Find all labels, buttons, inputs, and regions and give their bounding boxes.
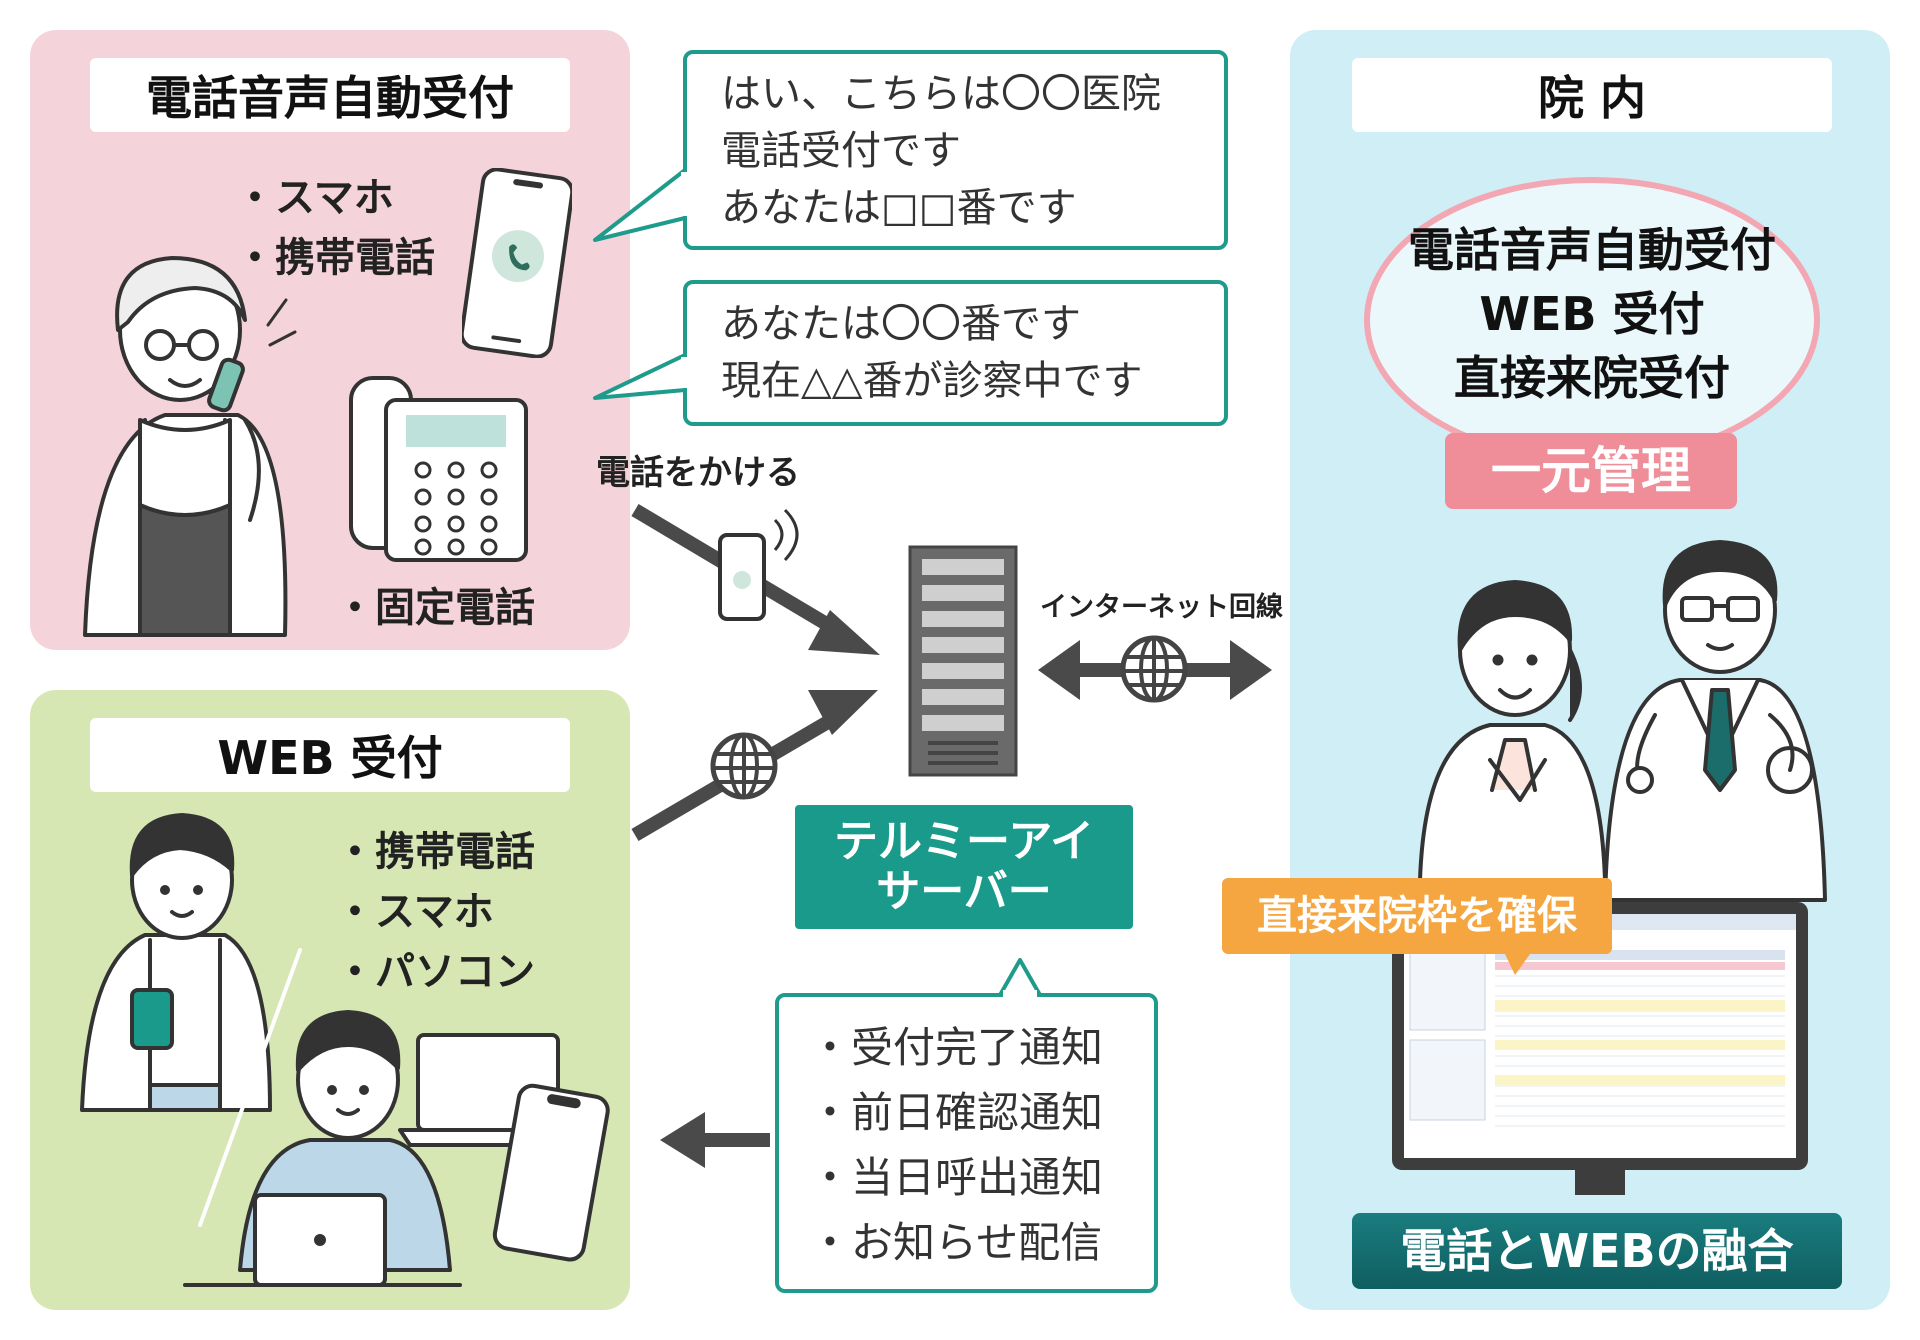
phone-panel-title: 電話音声自動受付 bbox=[90, 58, 570, 132]
bubble-joint bbox=[681, 172, 689, 216]
list-item: スマホ bbox=[335, 882, 535, 942]
globe-icon bbox=[708, 730, 780, 802]
tellme-eye-server-label: テルミーアイ サーバー bbox=[795, 805, 1133, 929]
bubble-line: あなたは□□番です bbox=[721, 185, 1077, 231]
walk-in-slot-label: 直接来院枠を確保 bbox=[1222, 878, 1612, 954]
speech-bubble-status: あなたは〇〇番です 現在△△番が診察中です bbox=[683, 280, 1228, 426]
globe-icon bbox=[1118, 633, 1190, 705]
mobile-list: スマホ 携帯電話 bbox=[235, 168, 435, 288]
smartphone-icon bbox=[459, 167, 575, 359]
notification-item: ・受付完了通知 bbox=[809, 1023, 1104, 1072]
web-panel-title: WEB 受付 bbox=[90, 718, 570, 792]
list-item: パソコン bbox=[335, 942, 535, 1002]
landline-list: 固定電話 bbox=[335, 578, 535, 638]
list-item: スマホ bbox=[235, 168, 435, 228]
clinic-panel-title: 院 内 bbox=[1352, 58, 1832, 132]
bubble-line: あなたは〇〇番です bbox=[721, 301, 1081, 347]
reservation-monitor bbox=[1390, 900, 1810, 1210]
internet-line-label: インターネット回線 bbox=[1040, 592, 1283, 623]
method-line: 直接来院受付 bbox=[1454, 351, 1730, 405]
server-label-line: テルミーアイ bbox=[833, 816, 1095, 867]
method-line: WEB 受付 bbox=[1479, 287, 1705, 341]
list-item: 固定電話 bbox=[335, 578, 535, 638]
bubble-line: 現在△△番が診察中です bbox=[721, 358, 1143, 404]
unified-management-label: 一元管理 bbox=[1445, 433, 1737, 509]
bubble-line: はい、こちらは〇〇医院 bbox=[721, 71, 1161, 117]
bubble-joint bbox=[681, 357, 689, 388]
server-icon bbox=[908, 545, 1018, 777]
phone-web-fusion-label: 電話とWEBの融合 bbox=[1352, 1213, 1842, 1289]
phone-signal-icon bbox=[715, 495, 815, 625]
web-device-list: 携帯電話 スマホ パソコン bbox=[335, 822, 535, 1002]
call-label: 電話をかける bbox=[596, 453, 800, 493]
method-line: 電話音声自動受付 bbox=[1408, 223, 1776, 277]
list-item: 携帯電話 bbox=[235, 228, 435, 288]
reception-methods: 電話音声自動受付 WEB 受付 直接来院受付 bbox=[1392, 218, 1792, 410]
landline-phone-icon bbox=[348, 375, 533, 565]
speech-bubble-greeting: はい、こちらは〇〇医院 電話受付です あなたは□□番です bbox=[683, 50, 1228, 250]
bubble-line: 電話受付です bbox=[721, 128, 961, 174]
bubble-joint bbox=[1003, 990, 1037, 998]
notification-list-box: ・受付完了通知 ・前日確認通知 ・当日呼出通知 ・お知らせ配信 bbox=[775, 993, 1158, 1293]
notification-item: ・前日確認通知 bbox=[809, 1088, 1104, 1137]
notification-item: ・当日呼出通知 bbox=[809, 1153, 1104, 1202]
notification-item: ・お知らせ配信 bbox=[809, 1218, 1103, 1267]
server-label-line: サーバー bbox=[876, 866, 1052, 917]
list-item: 携帯電話 bbox=[335, 822, 535, 882]
